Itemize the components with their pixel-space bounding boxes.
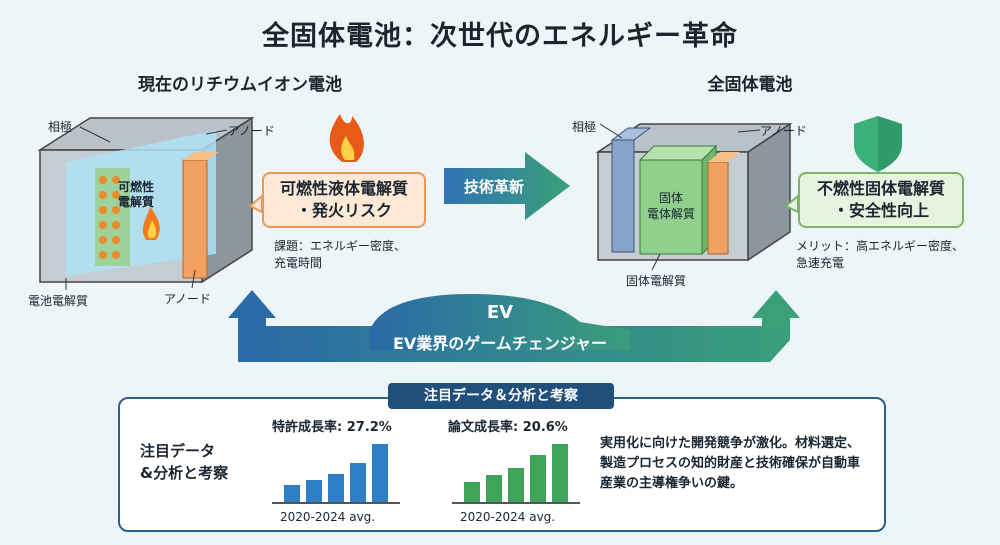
ev-arrow	[228, 290, 800, 362]
patent-chart-title: 特許成長率: 27.2%	[272, 420, 392, 435]
tech-arrow-label: 技術革新	[463, 178, 524, 196]
patent-bar	[306, 479, 322, 504]
patent-bar	[372, 444, 388, 504]
lithium-battery-illustration	[37, 116, 255, 284]
paper-axis	[452, 502, 580, 504]
paper-bar	[486, 475, 502, 504]
insights-title: 注目データ＆分析と考察	[388, 383, 614, 409]
patent-bar	[328, 474, 344, 504]
patent-bar-chart	[284, 438, 388, 504]
paper-bar	[552, 444, 568, 504]
ev-subtitle: EV業界のゲームチェンジャー	[392, 334, 608, 353]
solid-state-battery-illustration	[595, 122, 793, 262]
patent-bar	[284, 485, 300, 504]
patent-bar	[350, 462, 366, 504]
paper-chart-title: 論文成長率: 20.6%	[448, 420, 568, 435]
paper-bar	[530, 455, 546, 504]
left-anode-bottom-label: アノード	[164, 292, 211, 306]
paper-bar-chart	[464, 438, 568, 504]
shield-icon	[854, 116, 902, 172]
paper-bar	[508, 468, 524, 504]
left-note: 課題：エネルギー密度、 充電時間	[274, 239, 407, 270]
left-inner-label: 可燃性 電解質	[118, 180, 155, 209]
left-anode-top-label: アノード	[228, 124, 275, 138]
right-callout: 不燃性固体電解質 ・安全性向上	[798, 172, 964, 228]
ev-label: EV	[486, 302, 514, 323]
right-cathode-label: 相極	[572, 120, 597, 134]
right-note: メリット：高エネルギー密度、 急速充電	[796, 239, 965, 270]
right-electrolyte-label: 固体電解質	[626, 274, 687, 288]
paper-caption: 2020-2024 avg.	[460, 510, 556, 524]
paper-bar	[464, 481, 480, 504]
insights-side-label: 注目データ &分析と考察	[140, 442, 229, 482]
fire-icon	[329, 114, 364, 162]
left-callout: 可燃性液体電解質 ・発火リスク	[262, 172, 426, 228]
page-title: 全固体電池：次世代のエネルギー革命	[262, 21, 738, 52]
insights-panel	[118, 397, 886, 532]
left-cathode-label: 相極	[48, 120, 73, 134]
patent-axis	[272, 502, 400, 504]
right-anode-label: アノード	[760, 124, 807, 138]
patent-caption: 2020-2024 avg.	[280, 510, 376, 524]
right-heading: 全固体電池	[707, 75, 793, 95]
right-inner-label: 固体 電体解質	[646, 191, 695, 221]
left-heading: 現在のリチウムイオン電池	[138, 75, 342, 95]
analysis-text: 実用化に向けた開発競争が激化。材料選定、製造プロセスの知的財産と技術確保が自動車…	[600, 436, 861, 491]
left-electrolyte-label: 電池電解質	[28, 294, 89, 308]
tech-arrow	[444, 152, 570, 220]
